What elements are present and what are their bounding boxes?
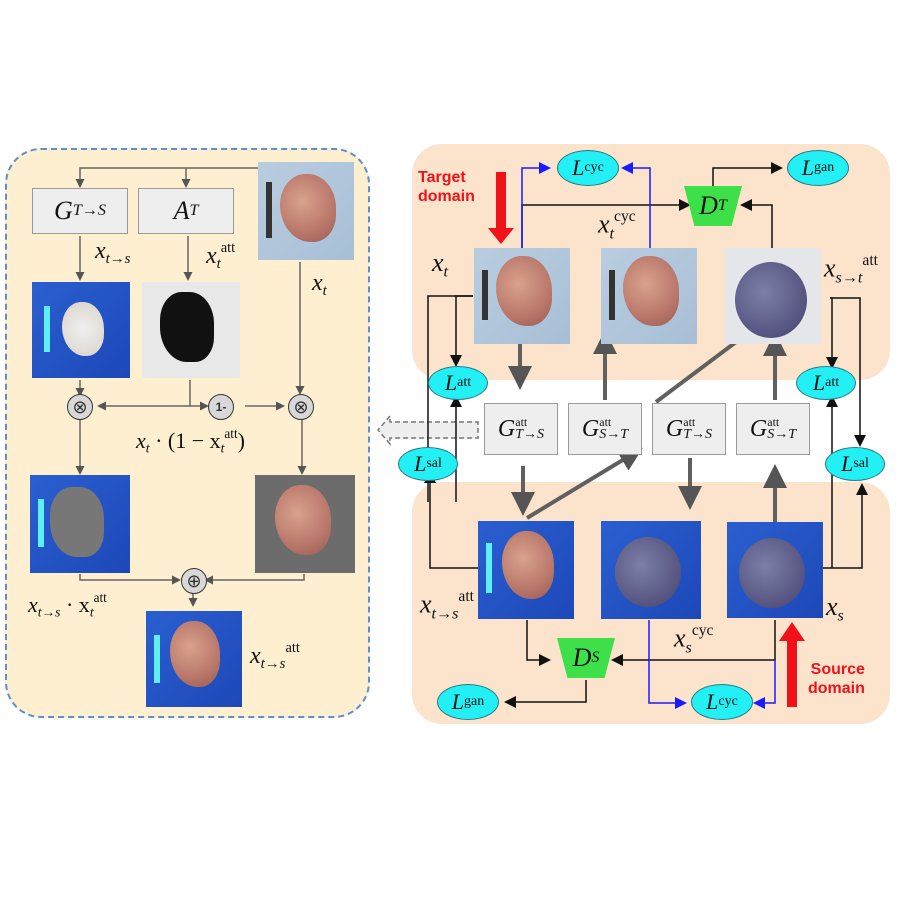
- image-x-s-to-t-att: [725, 248, 821, 344]
- target-image-x-t: [258, 162, 354, 260]
- multiply-op-left: ⊗: [67, 394, 93, 420]
- image-masked-x-t-to-s: [30, 475, 130, 573]
- image-x-t-to-s-att-right: [478, 521, 574, 619]
- multiply-op-right: ⊗: [288, 394, 314, 420]
- label-x-s: xs: [826, 592, 844, 625]
- label-x-t-cyc: xtcyc: [598, 208, 636, 243]
- label-x-s-to-t-att: xs→tatt: [824, 252, 878, 287]
- image-x-t-to-s: [32, 282, 130, 378]
- label-output-x-t-to-s-att: xt→satt: [250, 640, 300, 672]
- image-masked-x-t: [255, 475, 355, 573]
- source-domain-arrow: [779, 622, 805, 707]
- image-output-x-t-to-s-att: [146, 611, 242, 707]
- target-domain-arrow: [488, 172, 514, 244]
- label-x-t-to-s: xt→s: [95, 238, 131, 268]
- label-x-t-right: xt: [432, 248, 449, 281]
- label-x-t-to-s-times-att: xt→s · xtatt: [28, 590, 107, 620]
- label-x-t-att: xtatt: [206, 240, 236, 272]
- attention-mask-image: [142, 282, 240, 378]
- image-x-s-cyc: [601, 521, 701, 619]
- label-x-t-times-one-minus-att: xt · (1 − xtatt): [136, 426, 245, 456]
- image-x-s: [727, 522, 823, 618]
- one-minus-op: 1-: [208, 394, 234, 420]
- label-x-t: xt: [312, 270, 327, 300]
- label-x-s-cyc: xscyc: [674, 622, 714, 657]
- label-x-t-to-s-att-right: xt→satt: [420, 588, 474, 623]
- add-op: ⊕: [181, 568, 207, 594]
- image-x-t-right: [474, 248, 570, 344]
- image-x-t-cyc: [601, 248, 697, 344]
